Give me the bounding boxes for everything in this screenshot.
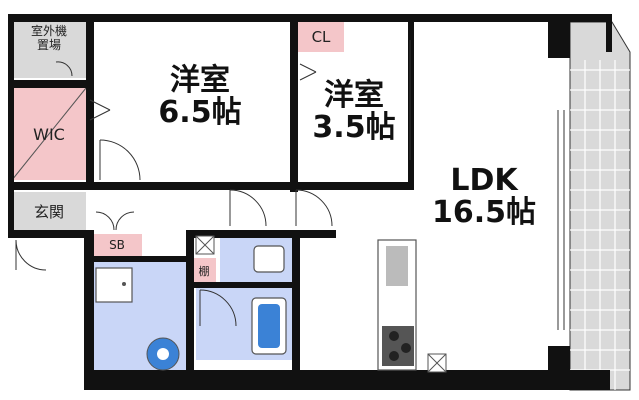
outdoor-unit-area	[12, 20, 86, 78]
western-room-2-name: 洋室	[324, 78, 384, 113]
western-room-2-label: 洋室 3.5帖	[300, 80, 408, 143]
closet	[298, 22, 344, 52]
entrance-area	[12, 192, 86, 230]
wic-label: WIC	[33, 125, 65, 144]
ldk-label: LDK 16.5帖	[414, 165, 554, 228]
shoe-box	[92, 234, 142, 256]
shelf-label: 棚	[198, 265, 210, 278]
closet-label: CL	[311, 28, 331, 46]
ldk-size: 16.5帖	[431, 194, 537, 230]
entrance-label: 玄関	[33, 203, 64, 221]
western-room-1-size: 6.5帖	[158, 94, 242, 130]
shoe-box-label: SB	[109, 238, 125, 252]
outdoor-unit-label: 室外機 置場	[30, 24, 67, 52]
doors	[15, 40, 565, 330]
western-room-2-size: 3.5帖	[312, 109, 396, 145]
western-room-1-label: 洋室 6.5帖	[140, 65, 260, 128]
western-room-1-name: 洋室	[170, 63, 230, 98]
fixtures	[95, 235, 447, 373]
balcony	[569, 21, 631, 391]
shelf	[192, 258, 216, 284]
ldk-name: LDK	[450, 163, 518, 198]
